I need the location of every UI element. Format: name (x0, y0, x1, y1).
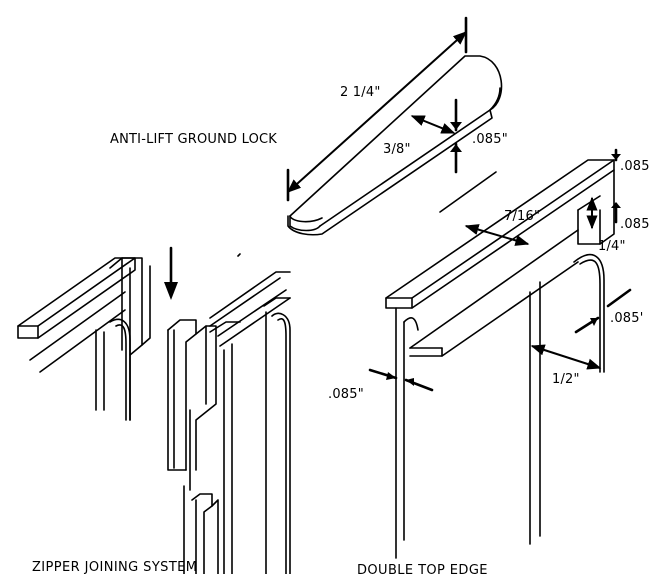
label-2-1-4: 2 1/4" (340, 85, 381, 100)
double-top-edge-dimensions (368, 148, 632, 392)
label-085-left: .085" (328, 387, 364, 402)
label-085-lock: .085" (472, 132, 508, 147)
double-top-edge-figure (385, 159, 615, 559)
caption-double-top-edge: DOUBLE TOP EDGE (357, 563, 488, 574)
lock-dimensions (286, 16, 468, 202)
label-3-8: 3/8" (383, 142, 411, 157)
label-085-right: .085' (610, 311, 644, 326)
label-085-top2: .085 (620, 217, 650, 232)
caption-zipper-joining-system: ZIPPER JOINING SYSTEM (32, 560, 197, 574)
label-1-4: 1/4" (598, 239, 626, 254)
label-7-16: 7/16" (504, 209, 540, 224)
label-085-top1: .085 (620, 159, 650, 174)
label-anti-lift-ground-lock: ANTI-LIFT GROUND LOCK (110, 132, 277, 147)
label-1-2: 1/2" (552, 372, 580, 387)
zipper-joining-figure (17, 246, 291, 574)
anti-lift-ground-lock-figure (287, 55, 503, 236)
